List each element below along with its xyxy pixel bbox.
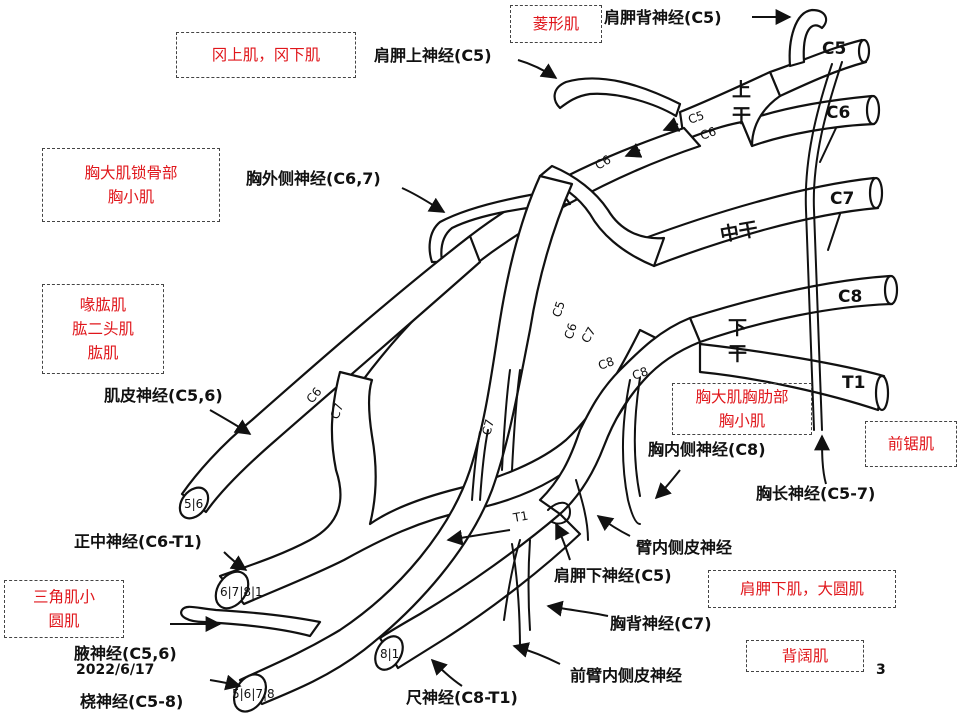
fiber-c6-a: C6 (698, 124, 718, 143)
muscle-box-deltoid-teres-minor: 三角肌小 圆肌 (4, 580, 124, 638)
root-c8 (688, 274, 894, 344)
muscle-box-supra-infraspinatus: 冈上肌，冈下肌 (176, 32, 356, 78)
label-lateral-pectoral: 胸外侧神经(C6,7) (246, 169, 381, 188)
root-t1-end (874, 374, 890, 412)
musculocutaneous-nerve (180, 234, 482, 514)
fiber-c8-b: C8 (630, 364, 650, 383)
fiber-c7-a: C7 (578, 325, 598, 346)
upper-trunk (678, 70, 782, 148)
muscle-box-serratus-anterior: 前锯肌 (865, 421, 957, 467)
muscle-box-pectoralis-sternal: 胸大肌胸肋部 胸小肌 (672, 383, 812, 435)
median-end (214, 570, 250, 610)
root-c6-end (865, 94, 881, 126)
cut-end-musculocutaneous: 5|6 (184, 497, 203, 511)
plexus-drawing (178, 8, 899, 713)
label-ulnar: 尺神经(C8-T1) (406, 688, 518, 707)
label-medial-brachial-cutaneous: 臂内侧皮神经 (636, 538, 733, 557)
fiber-c7-b: C7 (328, 401, 347, 421)
root-c5-end (857, 38, 871, 64)
root-t1 (698, 342, 886, 412)
ulnar-end (374, 635, 404, 671)
fiber-c6-b: C6 (593, 152, 614, 172)
fiber-c8-a: C8 (596, 354, 616, 373)
cut-end-median: 6|7|8|1 (220, 585, 263, 599)
footer-date: 2022/6/17 (76, 662, 155, 678)
label-medial-pectoral: 胸内侧神经(C8) (648, 440, 766, 459)
musculocutaneous-end (178, 486, 210, 520)
label-axillary: 腋神经(C5,6) (74, 644, 177, 663)
label-median: 正中神经(C6-T1) (74, 532, 202, 551)
muscle-box-subscapularis-teres: 肩胛下肌，大圆肌 (708, 570, 896, 608)
footer-page-number: 3 (876, 662, 886, 678)
root-c7-end (868, 176, 884, 210)
fiber-c7-c: C7 (479, 418, 497, 437)
label-medial-antebrachial-cutaneous: 前臂内侧皮神经 (570, 666, 683, 685)
label-subscapular: 肩胛下神经(C5) (554, 566, 672, 585)
cut-end-radial: 5|6|7|8 (232, 687, 275, 701)
fiber-c6-c: C6 (562, 321, 580, 341)
label-thoracodorsal: 胸背神经(C7) (610, 614, 712, 633)
axillary-nerve (180, 605, 322, 638)
dorsal-scapular-nerve (788, 8, 828, 68)
label-musculocutaneous: 肌皮神经(C5,6) (104, 386, 223, 405)
upper-trunk-label-1: 上 (732, 79, 751, 101)
segment-labels: C5 C6 C7 C8 T1 上 干 中干 下 干 (718, 39, 865, 393)
long-thoracic-nerve (812, 61, 843, 431)
root-label-t1: T1 (842, 373, 865, 393)
root-label-c7: C7 (830, 189, 854, 209)
muscle-box-latissimus: 背阔肌 (746, 640, 864, 672)
label-suprascapular: 肩胛上神经(C5) (374, 46, 492, 65)
label-dorsal-scapular: 肩胛背神经(C5) (604, 8, 722, 27)
posterior-cord (238, 174, 574, 706)
root-c5 (768, 38, 868, 98)
fiber-t1-a: T1 (511, 509, 529, 526)
label-radial: 桡神经(C5-8) (80, 692, 184, 711)
suprascapular-nerve (553, 77, 682, 118)
fiber-c5-b: C5 (550, 299, 568, 319)
root-label-c6: C6 (826, 103, 850, 123)
muscle-box-rhomboid: 菱形肌 (510, 5, 602, 43)
lower-trunk-label-2: 干 (728, 343, 747, 365)
muscle-box-pectoralis-clavicular: 胸大肌锁骨部 胸小肌 (42, 148, 220, 222)
arrows (169, 9, 831, 691)
middle-trunk (538, 164, 666, 268)
root-label-c8: C8 (838, 287, 862, 307)
label-long-thoracic: 胸长神经(C5-7) (756, 484, 876, 503)
upper-trunk-label-2: 干 (732, 105, 751, 127)
muscle-box-coracobrachialis: 喙肱肌 肱二头肌 肱肌 (42, 284, 164, 374)
lower-trunk-label-1: 下 (728, 317, 747, 339)
fiber-c5-a: C5 (686, 108, 706, 127)
cut-end-labels: 5|6 6|7|8|1 5|6|7|8 8|1 (184, 497, 399, 701)
root-c8-end (883, 274, 899, 306)
cut-end-ulnar: 8|1 (380, 647, 399, 661)
root-label-c5: C5 (822, 39, 846, 59)
